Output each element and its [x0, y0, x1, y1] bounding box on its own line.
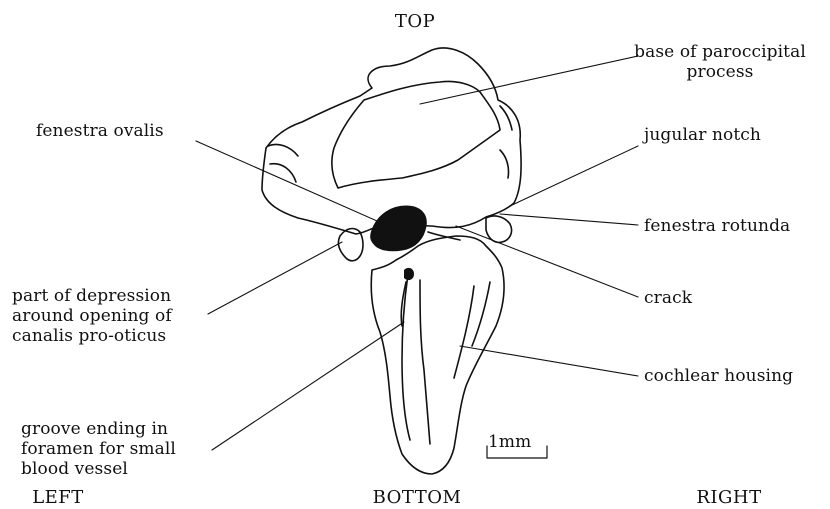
label-jugular-notch: jugular notch	[644, 125, 761, 145]
scale-bar-label: 1mm	[488, 432, 531, 452]
leader-crack	[456, 226, 638, 297]
label-groove-foramen: groove ending in foramen for small blood…	[21, 419, 176, 479]
orientation-bottom-label: BOTTOM	[358, 488, 476, 508]
upper-bone-outline	[262, 48, 521, 234]
label-cochlear-housing: cochlear housing	[644, 366, 793, 386]
fenestra-ovalis-opening	[371, 206, 427, 251]
left-ridge-detail	[268, 144, 298, 182]
orientation-right-label: RIGHT	[676, 488, 782, 508]
label-fenestra-rotunda: fenestra rotunda	[644, 216, 790, 236]
label-fenestra-ovalis: fenestra ovalis	[36, 121, 164, 141]
rotunda-process-outline	[486, 216, 512, 242]
cochlear-housing-outline	[371, 236, 504, 474]
leader-base-paroccipital	[420, 56, 638, 104]
leader-fenestra-rotunda	[500, 214, 638, 225]
label-depression-canalis-pro-oticus: part of depression around opening of can…	[12, 286, 172, 346]
leader-depression	[208, 242, 342, 314]
leader-jugular-notch	[510, 146, 638, 206]
label-base-of-paroccipital-process: base of paroccipital process	[620, 42, 820, 82]
label-crack: crack	[644, 288, 692, 308]
orientation-left-label: LEFT	[10, 488, 106, 508]
orientation-top-label: TOP	[360, 12, 470, 32]
foramen-dark-mark	[404, 268, 414, 280]
right-ridge-detail	[500, 106, 512, 178]
leader-cochlear-housing	[460, 346, 638, 376]
cochlear-contour-lines	[402, 274, 490, 444]
leader-groove	[212, 322, 404, 450]
